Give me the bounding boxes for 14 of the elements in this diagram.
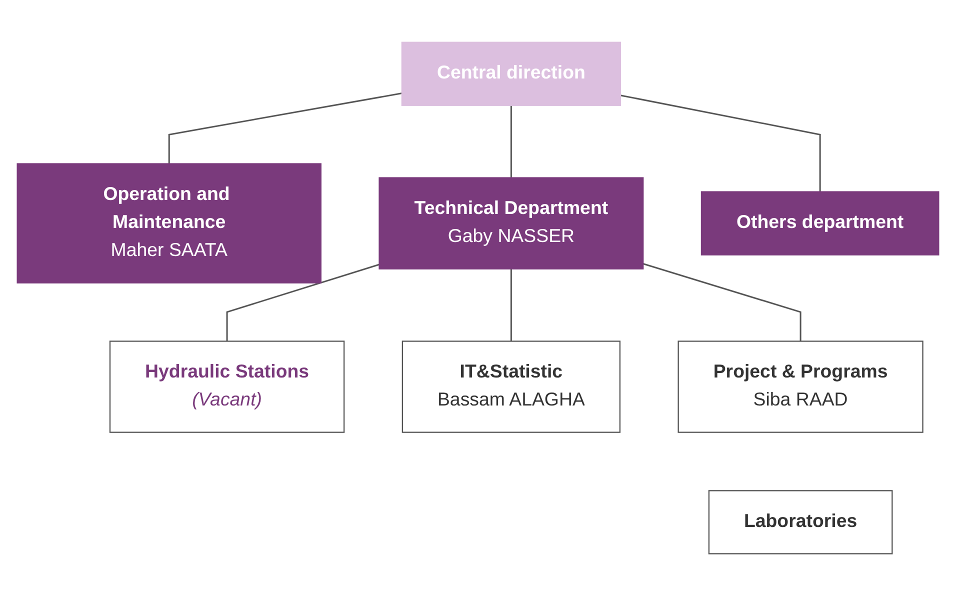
node-box: Project & Programs Siba RAAD [678, 341, 924, 434]
connector [642, 264, 802, 342]
node-box: Central direction [401, 42, 622, 106]
node-box: Technical Department Gaby NASSER [378, 178, 644, 270]
node-box: Operation and Maintenance Maher SAATA [16, 164, 322, 284]
node-box: Others department [700, 192, 940, 256]
node-box: Laboratories [708, 490, 893, 555]
connector [510, 106, 512, 178]
connector [226, 264, 380, 342]
connector [620, 95, 821, 192]
connector [510, 269, 512, 342]
node-box: Hydraulic Stations (Vacant) [109, 341, 345, 434]
connector [168, 92, 402, 164]
node-box: IT&Statistic Bassam ALAGHA [402, 341, 621, 434]
